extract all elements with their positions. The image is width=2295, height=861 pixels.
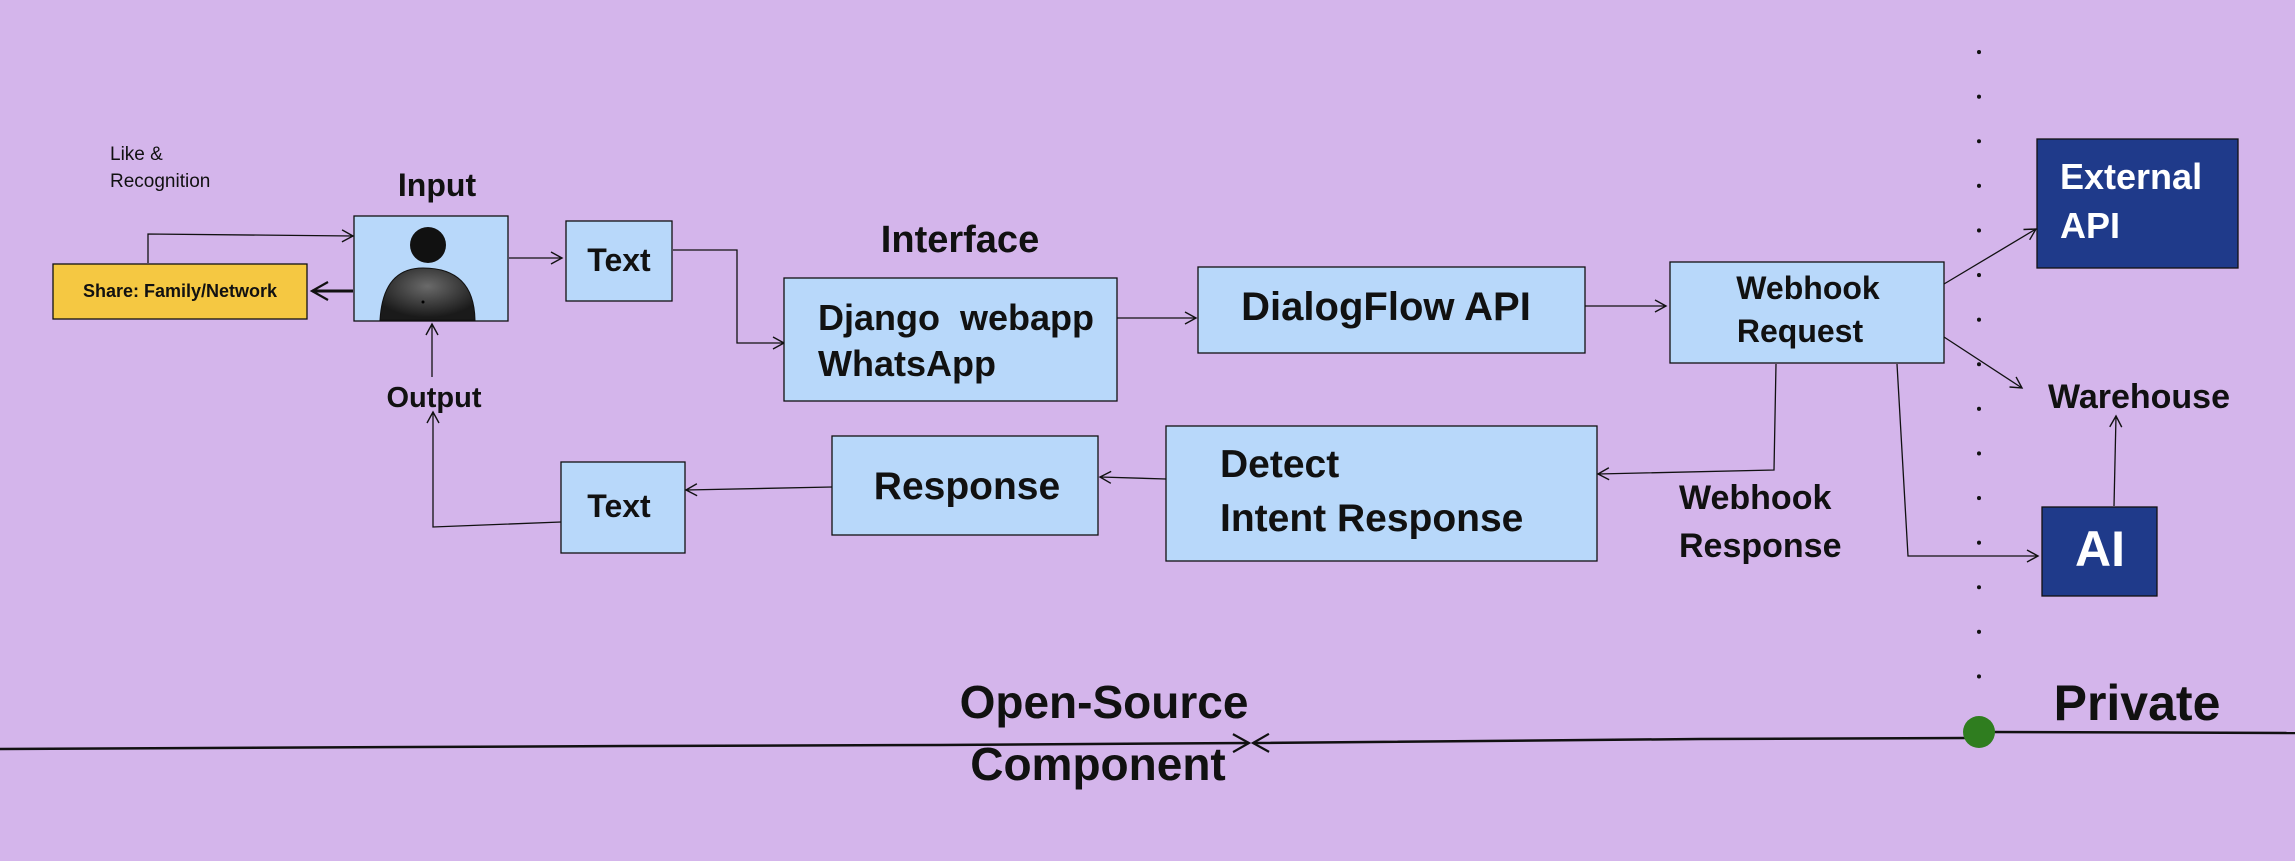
webhook-response-line1: Webhook — [1679, 479, 1831, 517]
ai-box: AI — [2041, 506, 2158, 597]
open-source-line2: Component — [970, 738, 1226, 790]
dialogflow-box: DialogFlow API — [1197, 266, 1586, 354]
detect-line1: Detect — [1220, 443, 1339, 486]
input-section: Input Output — [353, 167, 509, 414]
webhook-to-external-api-arrow — [1943, 228, 2038, 285]
ai-label: AI — [2075, 521, 2125, 577]
boundary-dot — [1963, 716, 1995, 748]
user-avatar-icon — [379, 227, 476, 321]
input-label: Input — [398, 167, 477, 203]
ai-to-warehouse-arrow — [2109, 414, 2123, 507]
django-line1: Django webapp — [818, 297, 1094, 338]
text-top-label: Text — [587, 242, 651, 278]
response-to-text-arrow — [684, 483, 833, 497]
private-scope-line — [1989, 730, 2295, 735]
django-box: Django webapp WhatsApp — [783, 277, 1118, 402]
webhook-response-line2: Response — [1679, 527, 1842, 565]
open-source-scope-line — [0, 733, 1252, 754]
webhook-to-ai-arrow — [1896, 363, 2040, 563]
django-line2: WhatsApp — [818, 343, 996, 384]
connectors — [147, 228, 2123, 563]
open-source-line1: Open-Source — [960, 676, 1249, 728]
share-to-input-arrow — [147, 229, 355, 263]
webhook-request-line2: Request — [1737, 313, 1864, 349]
like-recognition-line2: Recognition — [110, 171, 210, 192]
warehouse-label: Warehouse — [2048, 378, 2230, 416]
boundary — [0, 50, 2295, 754]
share-label: Share: Family/Network — [83, 281, 278, 301]
external-api-line1: External — [2060, 156, 2202, 197]
external-api-box: External API — [2036, 138, 2239, 269]
webhook-response-label: Webhook Response — [1679, 479, 1842, 565]
text-to-output-arrow — [426, 410, 562, 528]
external-api-line2: API — [2060, 205, 2120, 246]
detect-intent-box: Detect Intent Response — [1165, 425, 1598, 562]
like-recognition-label: Like & Recognition — [110, 144, 210, 192]
share-box: Share: Family/Network — [52, 263, 308, 320]
detect-to-response-arrow — [1098, 470, 1167, 484]
detect-line2: Intent Response — [1220, 497, 1523, 540]
webhook-request-box: Webhook Request — [1669, 261, 1945, 364]
private-label: Private — [2054, 675, 2221, 731]
webhook-to-detect-arrow — [1596, 363, 1777, 481]
text-bottom-label: Text — [587, 488, 651, 524]
open-source-label: Open-Source Component — [960, 676, 1249, 790]
text-box-top: Text — [565, 220, 673, 302]
dialogflow-label: DialogFlow API — [1241, 285, 1531, 329]
private-to-open-source-line — [1250, 732, 1967, 753]
response-box: Response — [831, 435, 1099, 536]
like-recognition-line1: Like & — [110, 144, 163, 165]
text-box-bottom: Text — [560, 461, 686, 554]
output-label: Output — [386, 382, 481, 414]
text-to-django-arrow — [673, 249, 786, 350]
interface-label: Interface — [881, 219, 1039, 261]
response-label: Response — [874, 465, 1060, 508]
webhook-to-warehouse-arrow — [1943, 336, 2024, 389]
webhook-request-line1: Webhook — [1736, 270, 1880, 306]
